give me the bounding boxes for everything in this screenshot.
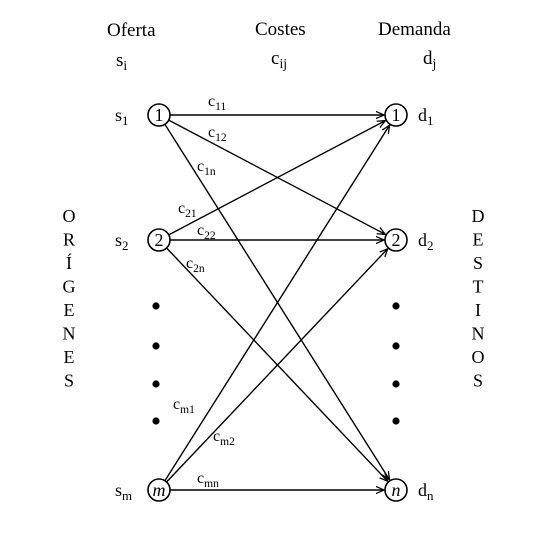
edge-m-1 (164, 125, 390, 482)
edge-m-2 (166, 249, 388, 483)
destination-ellipsis-dot (392, 380, 400, 388)
header-cost-symbol: cij (271, 48, 287, 71)
origins-vertical-label-letter: O (63, 206, 76, 226)
origin-node-1: 1 (147, 103, 171, 127)
origins-vertical-label-letter: R (63, 230, 75, 250)
origin-node-label: 1 (155, 105, 164, 125)
cost-label-2-1: c21 (178, 200, 197, 220)
edge-2-1 (168, 121, 386, 236)
origins-vertical-label-letter: N (63, 324, 76, 344)
supply-label-2: s2 (115, 230, 129, 253)
destinations-vertical-label-letter: S (473, 371, 483, 391)
origin-ellipsis-dot (152, 302, 160, 310)
cost-label-m-1: cm1 (173, 396, 195, 416)
cost-label-2-2: c22 (197, 222, 216, 242)
origins-vertical-label-letter: G (63, 277, 76, 297)
header-supply-symbol: si (116, 50, 127, 73)
destinations-vertical-label-letter: E (473, 230, 484, 250)
origin-ellipsis-dot (152, 417, 160, 425)
destination-node-1: 1 (384, 103, 408, 127)
origin-node-m: m (147, 478, 171, 502)
origin-node-label: m (153, 480, 166, 500)
destinations-vertical-label-letter: D (472, 206, 485, 226)
demand-label-2: d2 (418, 230, 433, 253)
header-cost: Costes (255, 19, 306, 40)
origins-vertical-label-letter: Í (66, 252, 72, 273)
origin-ellipsis-dot (152, 342, 160, 350)
cost-label-1-1: c11 (208, 93, 226, 113)
origin-ellipsis-dot (152, 380, 160, 388)
destination-node-label: 1 (392, 105, 401, 125)
origins-vertical-label-letter: S (64, 371, 74, 391)
cost-label-1-n: c1n (197, 158, 216, 178)
origins-vertical-label-letter: E (64, 300, 75, 320)
destinations-vertical-label-letter: S (473, 253, 483, 273)
demand-label-1: d1 (418, 105, 433, 128)
header-demand-symbol: dj (423, 48, 436, 71)
destination-ellipsis-dot (392, 417, 400, 425)
ellipsis-dots-layer (152, 302, 400, 425)
destination-node-label: 2 (392, 230, 401, 250)
destination-ellipsis-dot (392, 302, 400, 310)
header-supply: Oferta (107, 20, 156, 41)
destination-ellipsis-dot (392, 342, 400, 350)
origin-node-2: 2 (147, 228, 171, 252)
supply-label-1: s1 (115, 105, 129, 128)
origins-vertical-label-letter: E (64, 347, 75, 367)
destinations-vertical-label-letter: N (472, 324, 485, 344)
headers-layer: Oferta Costes Demanda si cij dj (107, 19, 451, 73)
destinations-vertical-label-letter: I (475, 300, 481, 320)
cost-label-m-2: cm2 (213, 428, 235, 448)
cost-label-2-n: c2n (186, 255, 205, 275)
destinations-vertical-label-letter: O (472, 347, 485, 367)
supply-label-m: sm (115, 480, 132, 503)
header-demand: Demanda (378, 19, 451, 40)
destination-node-label: n (392, 480, 401, 500)
destination-node-n: n (384, 478, 408, 502)
destination-node-2: 2 (384, 228, 408, 252)
destinations-vertical-label-letter: T (473, 277, 484, 297)
origin-node-label: 2 (155, 230, 164, 250)
demand-label-n: dn (418, 480, 434, 503)
cost-label-m-n: cmn (197, 470, 219, 490)
cost-label-1-2: c12 (208, 124, 227, 144)
